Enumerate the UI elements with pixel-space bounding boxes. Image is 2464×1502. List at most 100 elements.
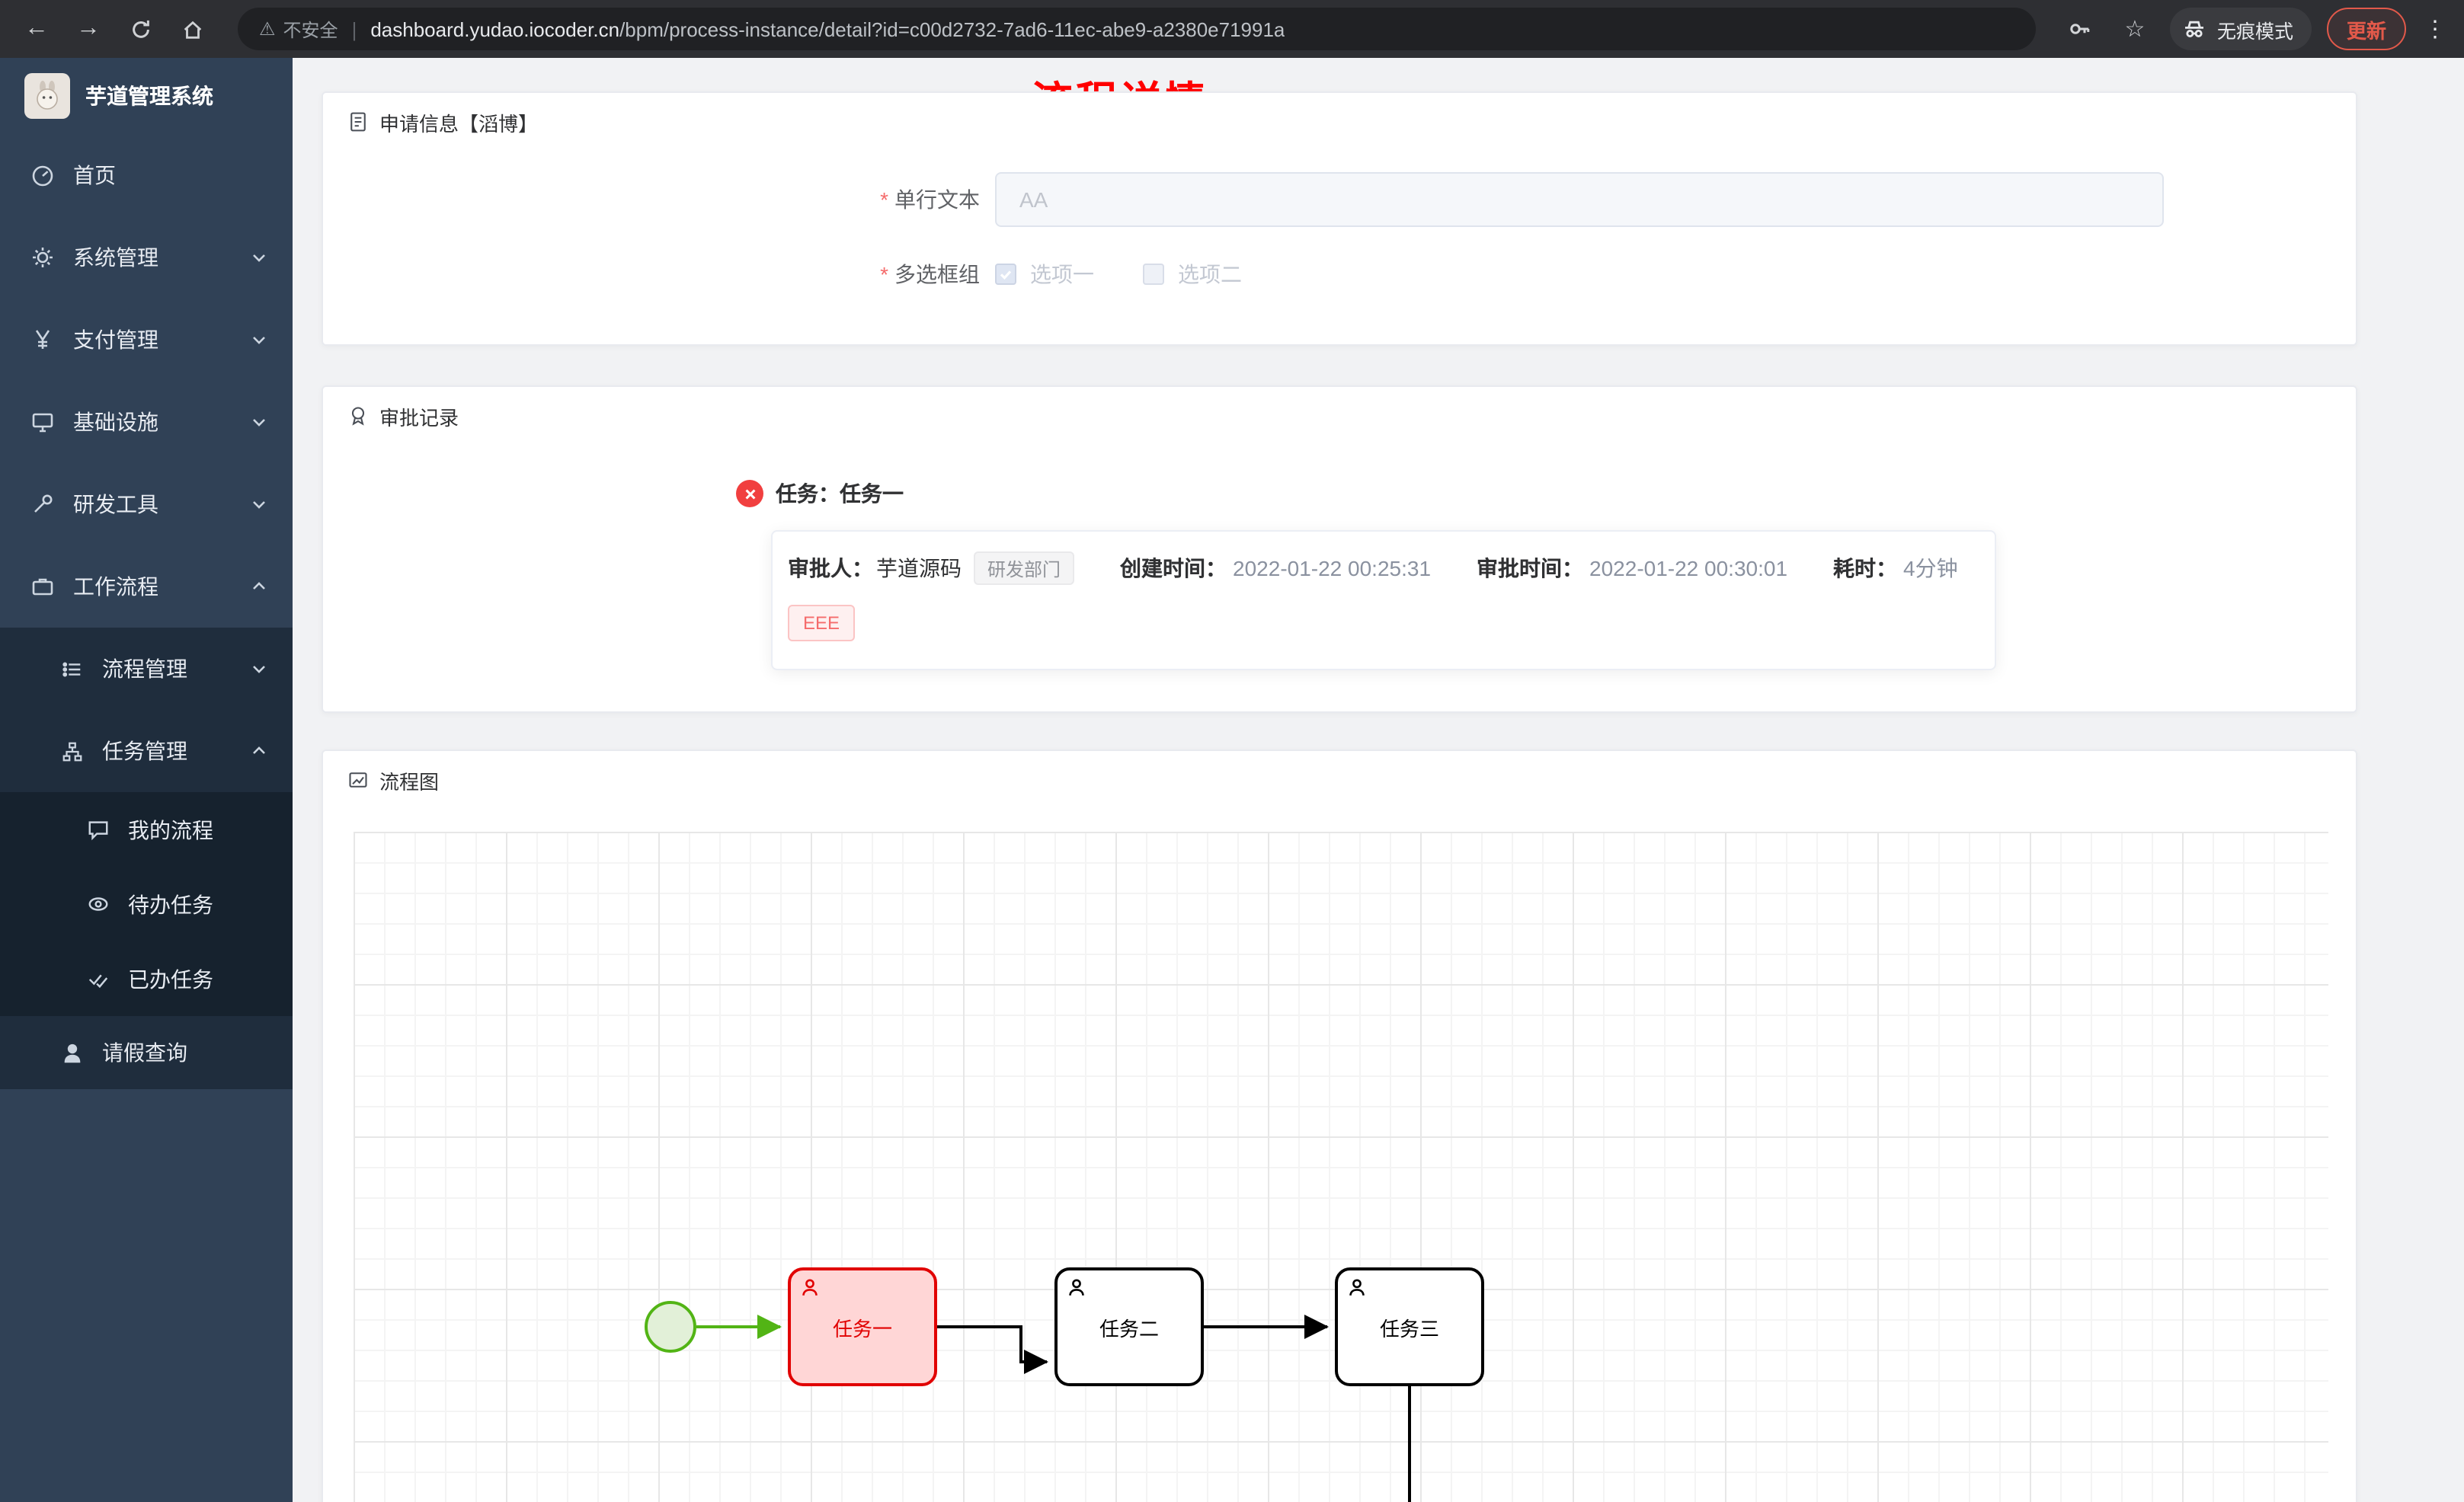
approver-label: 审批人： — [788, 556, 873, 580]
create-time-label: 创建时间： — [1120, 556, 1227, 580]
back-icon[interactable]: ← — [24, 15, 49, 41]
task-node-2[interactable]: 任务二 — [1054, 1267, 1204, 1386]
eye-icon — [88, 897, 108, 911]
chevron-down-icon — [253, 501, 265, 509]
forward-icon[interactable]: → — [76, 15, 101, 41]
reload-icon[interactable] — [119, 8, 162, 50]
sidebar-item-todo-tasks[interactable]: 待办任务 — [0, 867, 293, 941]
org-tree-icon — [62, 741, 82, 761]
gear-icon — [33, 248, 53, 267]
person-icon — [64, 1043, 81, 1063]
checkbox-option-2[interactable]: 选项二 — [1143, 259, 1242, 289]
dashboard-icon — [32, 165, 53, 187]
document-icon — [350, 112, 366, 132]
app-logo — [24, 73, 70, 119]
address-bar[interactable]: ⚠ 不安全 | dashboard.yudao.iocoder.cn/bpm/p… — [238, 8, 2036, 50]
task-node-3[interactable]: 任务三 — [1335, 1267, 1484, 1386]
approve-time-label: 审批时间： — [1477, 556, 1584, 580]
sequence-flow-1-2 — [937, 1325, 1048, 1374]
approval-info-line: 审批人：芋道源码 研发部门 创建时间：2022-01-22 00:25:31 审… — [788, 551, 1979, 585]
password-key-icon[interactable] — [2060, 9, 2100, 49]
duration-label: 耗时： — [1833, 556, 1898, 580]
security-status[interactable]: ⚠ 不安全 — [259, 16, 338, 42]
sidebar-item-label: 系统管理 — [73, 245, 158, 270]
url-text: dashboard.yudao.iocoder.cn/bpm/process-i… — [370, 18, 1285, 40]
app-title: 芋道管理系统 — [85, 84, 213, 108]
sidebar-item-my-process[interactable]: 我的流程 — [0, 792, 293, 867]
required-mark: * — [880, 187, 888, 212]
sidebar-item-process-mgmt[interactable]: 流程管理 — [0, 628, 293, 710]
sidebar-item-label: 工作流程 — [73, 574, 158, 599]
incognito-label: 无痕模式 — [2216, 21, 2293, 42]
chevron-up-icon — [253, 746, 265, 754]
chevron-down-icon — [253, 337, 265, 344]
task-label: 任务一 — [832, 1317, 892, 1340]
sidebar-item-done-tasks[interactable]: 已办任务 — [0, 941, 293, 1016]
text-field-input[interactable] — [995, 172, 2164, 227]
sidebar-item-devtools[interactable]: 研发工具 — [0, 463, 293, 545]
checkbox-option-1[interactable]: 选项一 — [995, 259, 1094, 289]
sidebar-item-label: 基础设施 — [73, 410, 158, 434]
chat-icon — [88, 821, 108, 841]
timeline-node: 任务：任务一 — [736, 478, 904, 509]
security-label: 不安全 — [283, 19, 338, 40]
sidebar-item-leave-query[interactable]: 请假查询 — [0, 1016, 293, 1089]
image-icon — [349, 772, 367, 788]
chevron-down-icon — [253, 254, 265, 262]
checkbox-checked-icon — [995, 264, 1016, 285]
browser-menu-icon[interactable]: ⋮ — [2424, 17, 2446, 43]
app-logo-row: 芋道管理系统 — [0, 58, 293, 134]
home-icon[interactable] — [171, 8, 213, 50]
sidebar-item-home[interactable]: 首页 — [0, 134, 293, 216]
create-time-value: 2022-01-22 00:25:31 — [1233, 556, 1432, 580]
task-node-1[interactable]: 任务一 — [788, 1267, 937, 1386]
diagram-card-header: 流程图 — [323, 751, 2356, 809]
warning-icon: ⚠ — [259, 18, 276, 40]
wrench-icon — [34, 494, 53, 513]
sidebar-item-label: 研发工具 — [73, 492, 158, 516]
user-task-icon — [1349, 1279, 1365, 1296]
comment-tag: EEE — [788, 605, 856, 641]
dept-tag: 研发部门 — [974, 551, 1075, 585]
bookmark-star-icon[interactable]: ☆ — [2124, 17, 2146, 43]
approver-name: 芋道源码 — [876, 556, 962, 580]
apply-info-card: 申请信息【滔博】 *单行文本 *多选框组 选项一 选项二 — [322, 91, 2357, 346]
approval-card-title: 审批记录 — [379, 406, 459, 429]
apply-card-title: 申请信息【滔博】 — [379, 112, 539, 135]
sidebar-item-label: 已办任务 — [128, 967, 213, 991]
start-event[interactable] — [645, 1301, 696, 1353]
record-icon — [351, 407, 365, 426]
user-task-icon — [802, 1279, 818, 1296]
required-mark: * — [880, 262, 888, 286]
sidebar-item-workflow[interactable]: 工作流程 — [0, 545, 293, 628]
checkbox-label: 选项二 — [1178, 262, 1242, 286]
task-node-title: 任务：任务一 — [776, 481, 904, 506]
incognito-badge: 无痕模式 — [2169, 8, 2312, 50]
apply-card-header: 申请信息【滔博】 — [323, 93, 2356, 151]
sidebar-item-label: 任务管理 — [102, 739, 187, 763]
checkbox-group-label: *多选框组 — [880, 262, 980, 286]
sidebar-item-infra[interactable]: 基础设施 — [0, 381, 293, 463]
approval-detail-box: 审批人：芋道源码 研发部门 创建时间：2022-01-22 00:25:31 审… — [771, 530, 1996, 670]
url-domain: dashboard.yudao.iocoder.cn — [370, 18, 620, 40]
sidebar-item-system[interactable]: 系统管理 — [0, 216, 293, 299]
checkbox-label: 选项一 — [1030, 262, 1094, 286]
approval-record-card: 审批记录 任务：任务一 审批人：芋道源码 研发部门 创建时间：2022-01-2… — [322, 385, 2357, 713]
chevron-up-icon — [253, 582, 265, 590]
update-button[interactable]: 更新 — [2326, 8, 2406, 50]
sidebar-item-label: 流程管理 — [102, 657, 187, 681]
url-divider: | — [351, 18, 357, 40]
yen-icon — [35, 330, 50, 349]
chevron-down-icon — [253, 666, 265, 673]
browser-toolbar: ← → ⚠ 不安全 | dashboard.yudao.iocoder.cn/b… — [0, 0, 2464, 58]
process-diagram-card: 流程图 任务一 — [322, 749, 2357, 1502]
sidebar-item-task-mgmt[interactable]: 任务管理 — [0, 710, 293, 792]
sidebar-item-label: 待办任务 — [128, 892, 213, 916]
task-label: 任务三 — [1379, 1317, 1439, 1340]
duration-value: 4分钟 — [1903, 556, 1958, 580]
sidebar-item-payment[interactable]: 支付管理 — [0, 299, 293, 381]
checkbox-group-row: *多选框组 选项一 选项二 — [323, 259, 2356, 289]
briefcase-icon — [32, 578, 53, 596]
toolbar-right: ☆ 无痕模式 更新 ⋮ — [2060, 8, 2449, 50]
